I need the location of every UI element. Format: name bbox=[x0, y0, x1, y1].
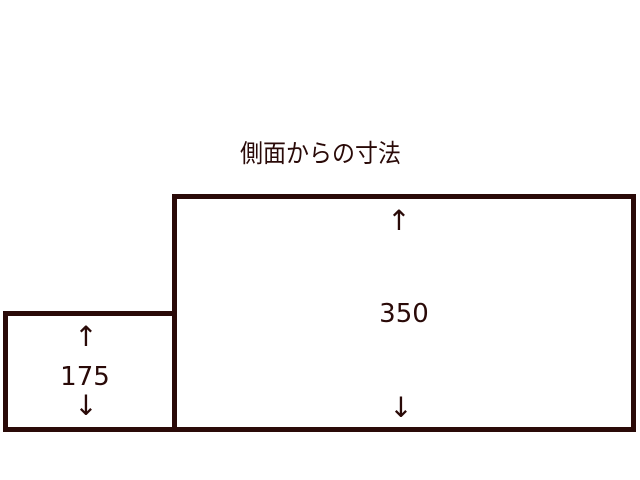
large-box-up-arrow: ↑ bbox=[387, 204, 410, 237]
small-box-dimension: 175 bbox=[60, 362, 110, 392]
small-box bbox=[3, 311, 177, 432]
small-box-down-arrow: ↓ bbox=[74, 389, 97, 422]
large-box-down-arrow: ↓ bbox=[389, 391, 412, 424]
small-box-up-arrow: ↑ bbox=[74, 320, 97, 353]
large-box-dimension: 350 bbox=[379, 299, 429, 329]
diagram-title: 側面からの寸法 bbox=[240, 139, 402, 168]
